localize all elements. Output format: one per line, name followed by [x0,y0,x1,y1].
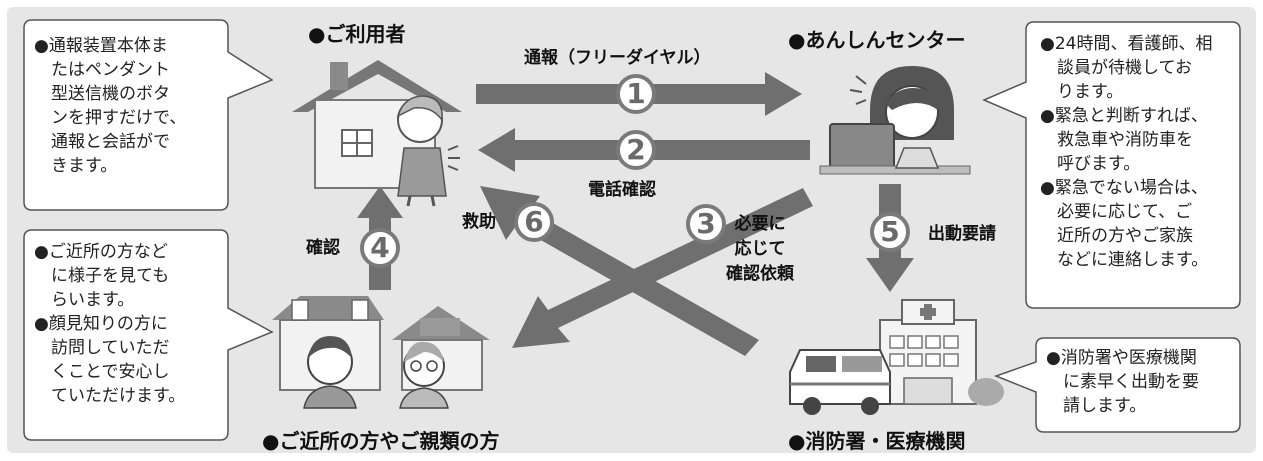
arrow-3 [512,188,813,348]
actor-title-center: ●あんしんセンター [788,28,966,52]
callout-text-neighbors: ●ご近所の方など に様子を見ても らいます。 ●顔見知りの方に 訪問していただ … [34,242,186,406]
step-2-number-badge: 2 [616,130,656,170]
neighbor-people-figures [303,336,449,409]
callout-box-neighbors [23,229,274,441]
step-1-label: 通報（フリーダイヤル） [524,48,711,68]
step-4-label: 確認 [306,238,340,258]
callout-box-user [23,19,274,211]
neighbor-houses-illustration [272,296,490,391]
elderly-user-figure [396,95,460,207]
step-3-number-badge: 3 [686,204,726,244]
hospital-illustration [879,299,1004,406]
actor-title-neighbors: ●ご近所の方やご親類の方 [262,429,500,453]
step-6-number-badge: 6 [514,202,554,242]
step-5-label: 出動要請 [928,224,996,244]
actor-title-emergency: ●消防署・医療機関 [788,429,966,453]
step-1-number-badge: 1 [616,74,656,114]
ambulance-illustration [789,349,891,415]
callout-box-center [982,21,1241,309]
step-2-label: 電話確認 [588,180,656,200]
callout-text-emergency: ●消防署や医療機関 に素早く出動を要 請します。 [1046,348,1199,416]
step-5-number-badge: 5 [870,212,910,252]
operator-illustration [819,66,971,175]
step-6-label: 救助 [462,212,496,232]
step-3-label: 必要に 応じて 確認依頼 [726,214,794,284]
callout-box-emergency [993,337,1241,433]
callout-text-user: ●通報装置本体ま たはペンダント 型送信機のボタ ンを押すだけで、 通報と会話が… [34,36,187,176]
step-4-number-badge: 4 [360,228,400,268]
callout-text-center: ●24時間、看護師、相 談員が待機してお ります。 ●緊急と判断すれば、 救急車… [1040,34,1213,270]
actor-title-user: ●ご利用者 [308,22,406,46]
